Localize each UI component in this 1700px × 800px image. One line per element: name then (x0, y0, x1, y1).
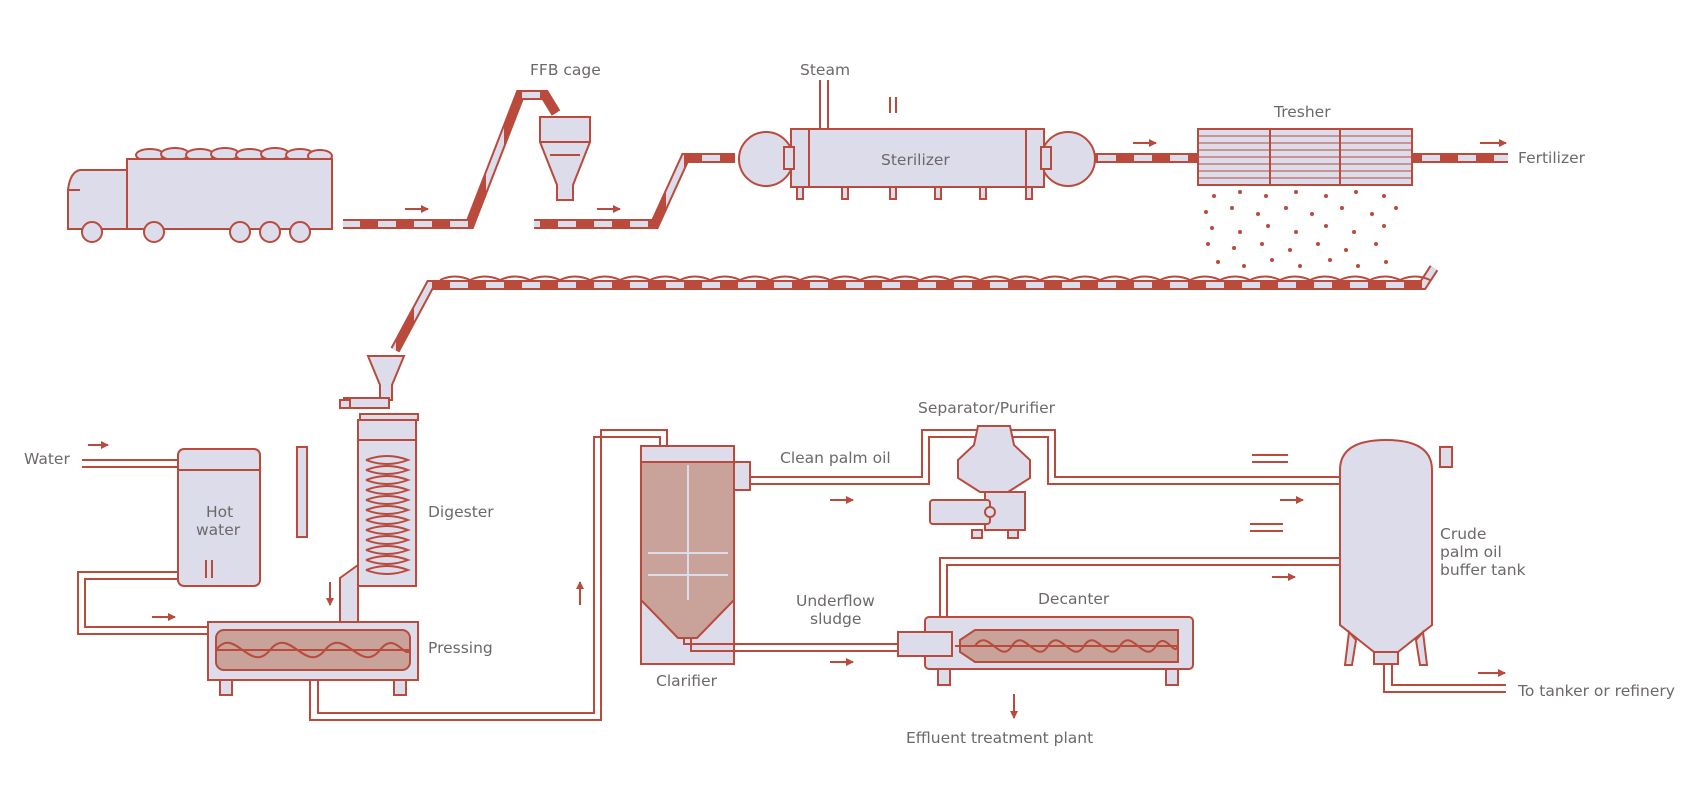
truck-wheel (289, 221, 311, 243)
truck-wheel (229, 221, 251, 243)
screw-press (207, 621, 419, 696)
separator-purifier-label: Separator/Purifier (918, 399, 1056, 417)
hot-water-pipe (77, 571, 208, 635)
truck (67, 147, 333, 243)
digester-label: Digester (428, 503, 494, 521)
return-conveyor (390, 265, 1439, 353)
tanker-outlet-pipe (1383, 664, 1506, 693)
crude-tank-label-2: palm oil (1440, 543, 1502, 561)
pressing-label: Pressing (428, 639, 493, 657)
digester-coil (365, 455, 411, 575)
hot-water-label-2: water (196, 521, 241, 539)
underflow-sludge-pipe (683, 638, 900, 645)
tresher-label: Tresher (1273, 103, 1331, 121)
truck-wheel (259, 221, 281, 243)
clarifier (640, 445, 751, 665)
crude-tank-label-1: Crude (1440, 525, 1486, 543)
truck-wheel (81, 221, 103, 243)
underflow-sludge-label-2: sludge (810, 610, 861, 628)
underflow-sludge-label-1: Underflow (796, 592, 875, 610)
sterilizer-label: Sterilizer (881, 151, 950, 169)
truck-container (126, 158, 333, 230)
falling-fruitlets (1204, 190, 1398, 268)
conveyor-to-ffb-cage (343, 90, 561, 229)
clarifier-label: Clarifier (656, 672, 718, 690)
decanter-label: Decanter (1038, 590, 1110, 608)
steam-label: Steam (800, 61, 850, 79)
to-tanker-label: To tanker or refinery (1517, 682, 1675, 700)
fruitlets-on-conveyor (439, 275, 1431, 282)
effluent-treatment-plant-label: Effluent treatment plant (906, 729, 1093, 747)
separator-purifier (929, 425, 1031, 539)
crude-oil-pipe (309, 429, 668, 721)
hot-water-tank (177, 446, 308, 587)
digester-hopper (366, 355, 406, 401)
tresher (1197, 128, 1413, 186)
water-label: Water (24, 450, 70, 468)
truck-cab (67, 169, 128, 230)
crude-tank-label-3: buffer tank (1440, 561, 1526, 579)
truck-wheel (143, 221, 165, 243)
fertilizer-label: Fertilizer (1518, 149, 1586, 167)
ffb-cage (539, 116, 591, 201)
crude-palm-oil-buffer-tank (1339, 438, 1453, 666)
hot-water-label-1: Hot (206, 503, 233, 521)
ffb-cage-label: FFB cage (530, 61, 601, 79)
digester (339, 355, 419, 624)
decanter (897, 616, 1194, 686)
clean-palm-oil-label: Clean palm oil (780, 449, 891, 467)
sterilizer (738, 80, 1096, 200)
decanter-oil-pipe (939, 557, 1340, 617)
